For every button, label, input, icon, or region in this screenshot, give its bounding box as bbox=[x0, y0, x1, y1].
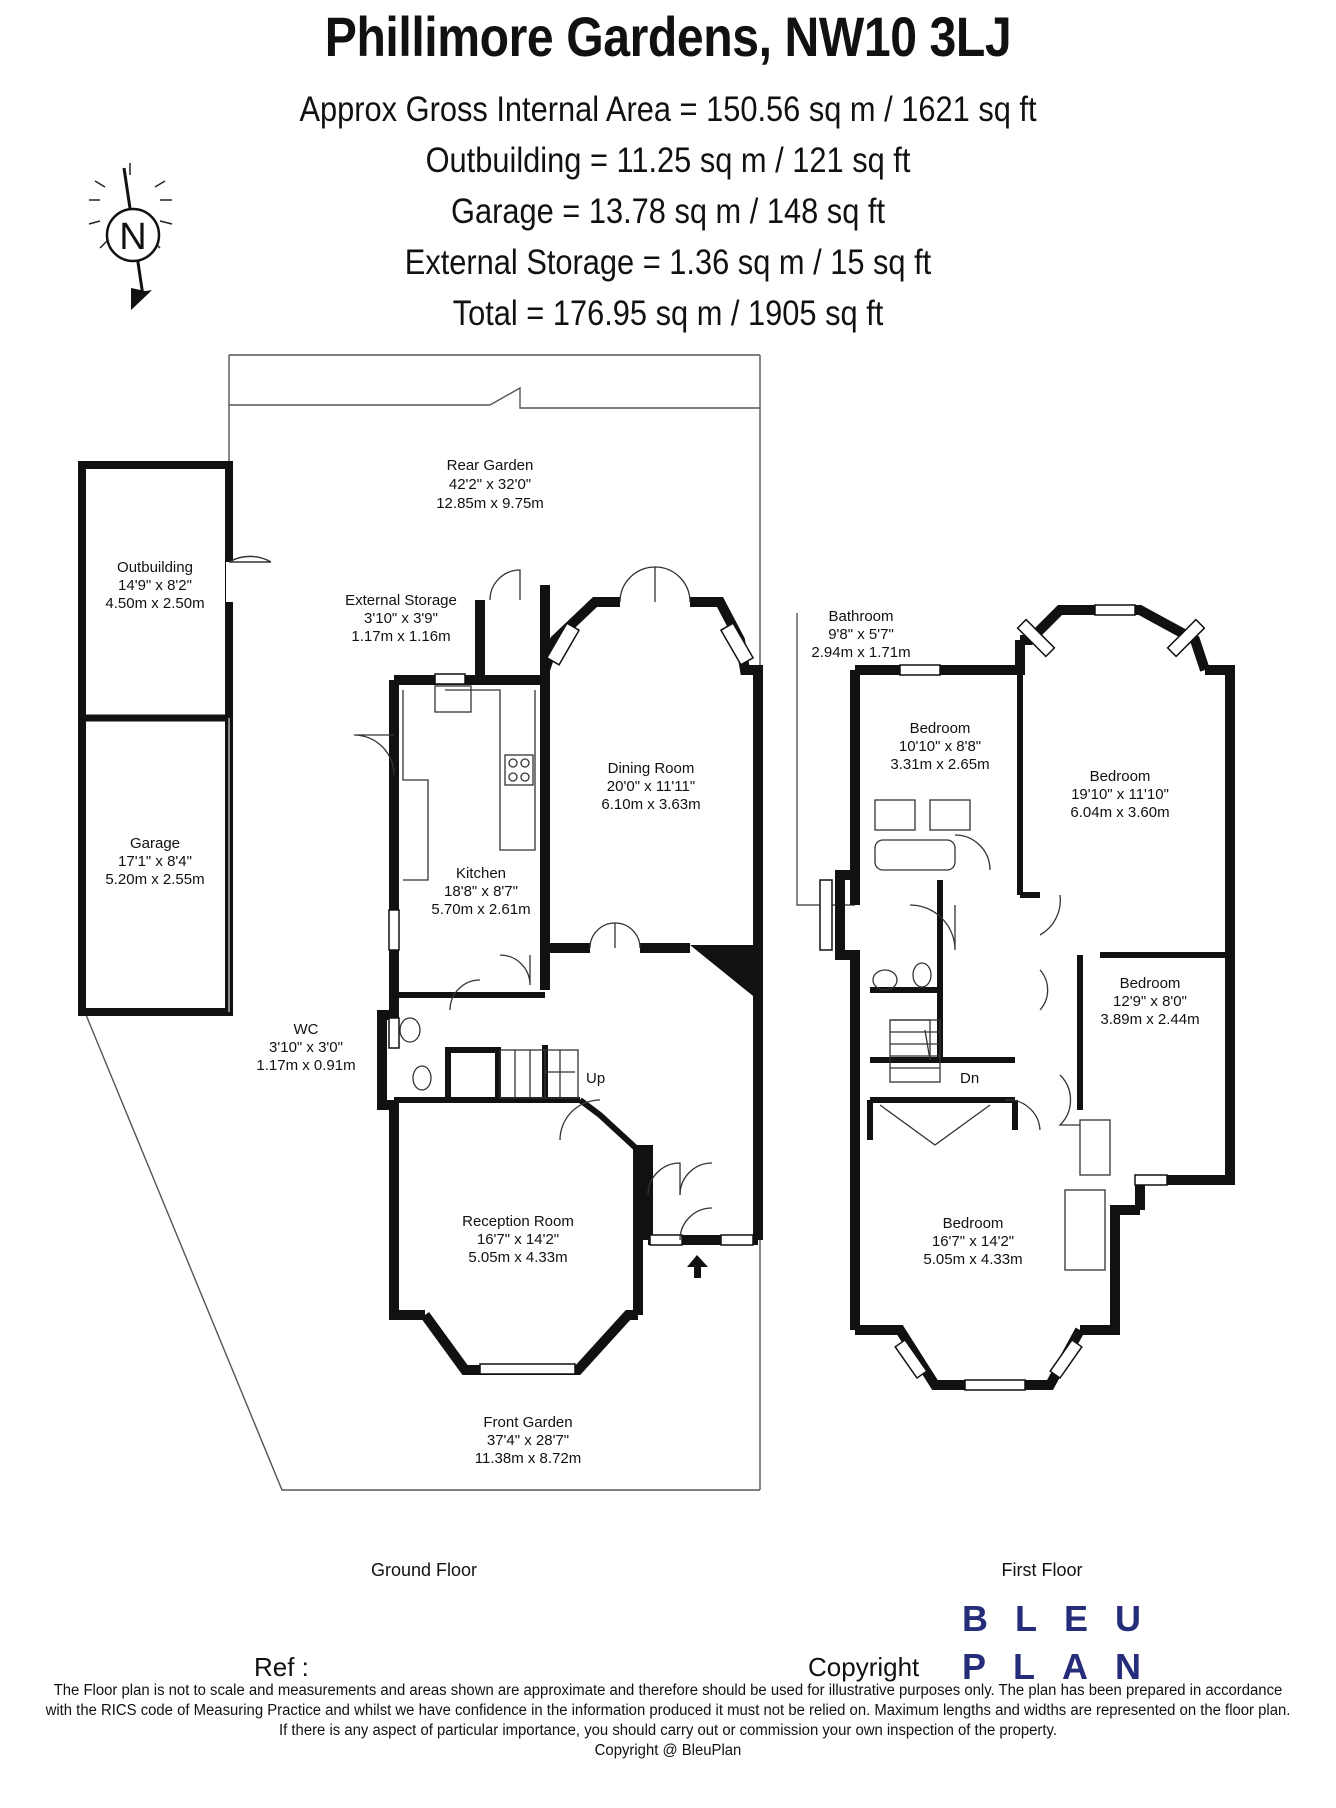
area-garage: Garage = 13.78 sq m / 148 sq ft bbox=[450, 192, 886, 231]
bedroom-large-rear-metric: 6.04m x 3.60m bbox=[1070, 804, 1169, 821]
external-storage-imperial: 3'10" x 3'9" bbox=[364, 610, 438, 627]
stairs-up-label: Up bbox=[586, 1070, 605, 1087]
front-garden-metric: 11.38m x 8.72m bbox=[475, 1450, 581, 1467]
reception-room-metric: 5.05m x 4.33m bbox=[468, 1249, 567, 1266]
ground-floor-label: Ground Floor bbox=[371, 1560, 477, 1580]
wc-metric: 1.17m x 0.91m bbox=[256, 1057, 355, 1074]
rear-garden-metric: 12.85m x 9.75m bbox=[436, 495, 544, 512]
disclaimer-line: If there is any aspect of particular imp… bbox=[279, 1722, 1057, 1739]
kitchen-metric: 5.70m x 2.61m bbox=[431, 901, 530, 918]
bedroom-small-metric: 3.31m x 2.65m bbox=[890, 756, 989, 773]
bedroom-side-imperial: 12'9" x 8'0" bbox=[1113, 993, 1187, 1010]
bleuplan-logo-line1: BLEU bbox=[962, 1598, 1168, 1639]
compass-letter: N bbox=[119, 216, 146, 258]
outbuilding-garage-block bbox=[78, 461, 272, 1016]
bedroom-large-rear-imperial: 19'10" x 11'10" bbox=[1071, 786, 1169, 803]
bedroom-front-imperial: 16'7" x 14'2" bbox=[932, 1233, 1014, 1250]
dining-room-name: Dining Room bbox=[608, 760, 695, 777]
bathroom-imperial: 9'8" x 5'7" bbox=[828, 626, 894, 643]
external-storage-metric: 1.17m x 1.16m bbox=[351, 628, 450, 645]
bedroom-side-metric: 3.89m x 2.44m bbox=[1100, 1011, 1199, 1028]
bathroom-metric: 2.94m x 1.71m bbox=[811, 644, 910, 661]
dining-room-imperial: 20'0" x 11'11" bbox=[607, 778, 695, 795]
bedroom-large-rear-name: Bedroom bbox=[1090, 768, 1151, 785]
outbuilding-imperial: 14'9" x 8'2" bbox=[118, 577, 192, 594]
disclaimer-copyright: Copyright @ BleuPlan bbox=[594, 1742, 742, 1759]
area-external-storage: External Storage = 1.36 sq m / 15 sq ft bbox=[404, 243, 932, 282]
reception-room-name: Reception Room bbox=[462, 1213, 574, 1230]
bathroom-name: Bathroom bbox=[828, 608, 893, 625]
area-gross-internal: Approx Gross Internal Area = 150.56 sq m… bbox=[299, 90, 1037, 129]
reception-room-imperial: 16'7" x 14'2" bbox=[477, 1231, 559, 1248]
garage-imperial: 17'1" x 8'4" bbox=[118, 853, 192, 870]
outbuilding-metric: 4.50m x 2.50m bbox=[105, 595, 204, 612]
front-garden-imperial: 37'4" x 28'7" bbox=[487, 1432, 569, 1449]
outbuilding-name: Outbuilding bbox=[117, 559, 193, 576]
front-garden-name: Front Garden bbox=[483, 1414, 572, 1431]
bleuplan-logo-line2: PLAN bbox=[962, 1646, 1168, 1687]
wc-imperial: 3'10" x 3'0" bbox=[269, 1039, 343, 1056]
bedroom-front-name: Bedroom bbox=[943, 1215, 1004, 1232]
bedroom-front-metric: 5.05m x 4.33m bbox=[923, 1251, 1022, 1268]
page-title: Phillimore Gardens, NW10 3LJ bbox=[324, 5, 1012, 68]
disclaimer-line: The Floor plan is not to scale and measu… bbox=[53, 1682, 1283, 1699]
first-floor-label: First Floor bbox=[1002, 1560, 1083, 1580]
kitchen-imperial: 18'8" x 8'7" bbox=[444, 883, 518, 900]
north-compass-icon: N bbox=[88, 163, 173, 310]
disclaimer: The Floor plan is not to scale and measu… bbox=[0, 1681, 1336, 1761]
disclaimer-line: with the RICS code of Measuring Practice… bbox=[45, 1702, 1291, 1719]
bedroom-small-name: Bedroom bbox=[910, 720, 971, 737]
bedroom-side-name: Bedroom bbox=[1120, 975, 1181, 992]
garage-metric: 5.20m x 2.55m bbox=[105, 871, 204, 888]
stairs-down-label: Dn bbox=[960, 1070, 979, 1087]
rear-garden-name: Rear Garden bbox=[447, 457, 534, 474]
area-outbuilding: Outbuilding = 11.25 sq m / 121 sq ft bbox=[425, 141, 911, 180]
kitchen-name: Kitchen bbox=[456, 865, 506, 882]
external-storage-name: External Storage bbox=[345, 592, 457, 609]
bedroom-small-imperial: 10'10" x 8'8" bbox=[899, 738, 981, 755]
wc-name: WC bbox=[294, 1021, 319, 1038]
copyright-label: Copyright bbox=[808, 1652, 920, 1682]
rear-garden-imperial: 42'2" x 32'0" bbox=[449, 476, 531, 493]
area-total: Total = 176.95 sq m / 1905 sq ft bbox=[452, 294, 884, 333]
garage-name: Garage bbox=[130, 835, 180, 852]
dining-room-metric: 6.10m x 3.63m bbox=[601, 796, 700, 813]
ref-label: Ref : bbox=[254, 1652, 309, 1682]
